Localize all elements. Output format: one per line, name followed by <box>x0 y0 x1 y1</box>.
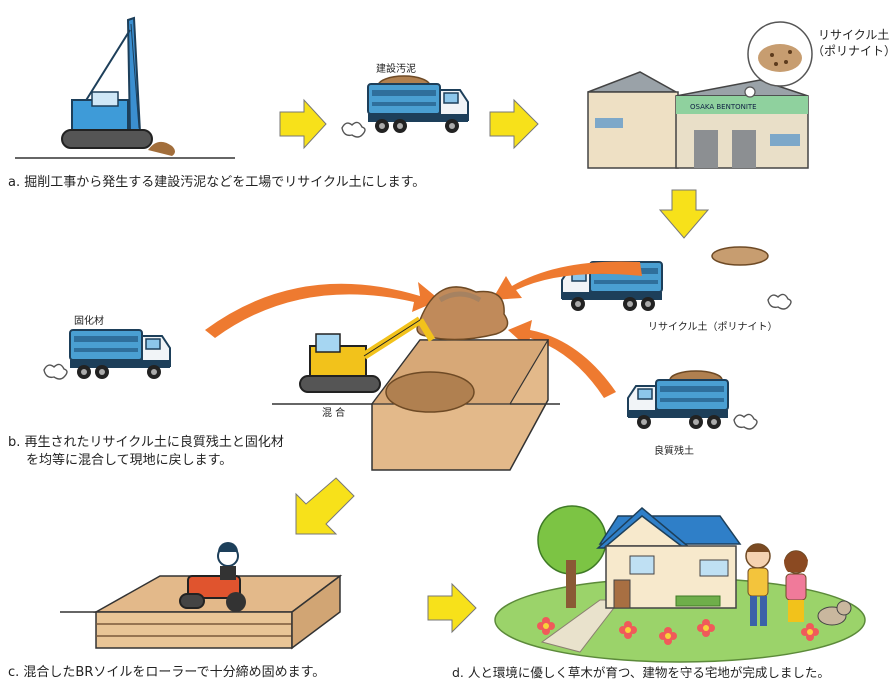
quality-soil-label: 良質残土 <box>654 446 694 457</box>
recycling-factory: OSAKA BENTONITE <box>587 21 813 169</box>
sludge-label: 建設汚泥 <box>376 64 416 75</box>
arrow-curve-recycled <box>492 261 642 300</box>
recycled-soil-truck-label: リサイクル土（ポリナイト） <box>648 322 778 333</box>
caption-step-b-line1: b. 再生されたリサイクル土に良質残土と固化材 <box>8 435 284 450</box>
arrow-curve-solidifier <box>205 282 440 338</box>
arrow-a2 <box>489 98 539 150</box>
arrow-down-left <box>295 477 355 535</box>
mixing-site <box>272 286 560 471</box>
recycled-soil-truck <box>561 246 792 312</box>
caption-step-b-line2: を均等に混合して現地に戻します。 <box>26 453 233 468</box>
roller-machine <box>179 542 246 612</box>
family-people <box>745 543 852 626</box>
sludge-truck <box>341 75 469 138</box>
caption-step-d: d. 人と環境に優しく草木が育つ、建物を守る宅地が完成しました。 <box>452 665 830 680</box>
recycled-soil-bubble-sublabel: （ポリナイト） <box>812 44 894 58</box>
crane-drilling-rig <box>15 16 235 159</box>
mixing-label: 混 合 <box>322 408 346 419</box>
factory-sign: OSAKA BENTONITE <box>690 103 757 111</box>
arrow-a1 <box>279 98 327 150</box>
completed-residential-lot <box>494 505 866 663</box>
recycled-soil-bubble-label: リサイクル土 <box>818 28 890 42</box>
solidifier-label: 固化材 <box>74 316 104 327</box>
arrow-down-factory <box>658 189 710 239</box>
arrow-c-to-d <box>427 582 477 634</box>
caption-step-c: c. 混合したBRソイルをローラーで十分締め固めます。 <box>8 665 326 680</box>
excavator <box>299 316 436 393</box>
caption-step-a: a. 掘削工事から発生する建設汚泥などを工場でリサイクル土にします。 <box>8 175 426 190</box>
solidifier-truck <box>43 329 171 380</box>
quality-soil-truck <box>627 370 758 430</box>
